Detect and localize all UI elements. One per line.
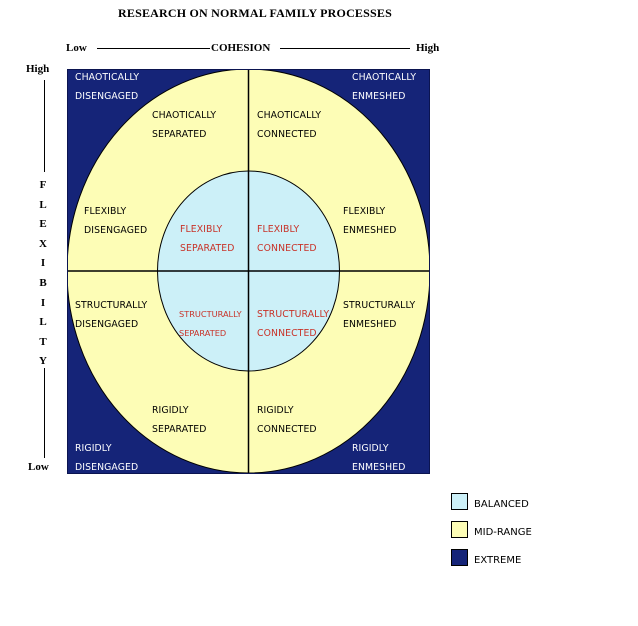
flexibility-high-label: High bbox=[26, 63, 50, 75]
cohesion-axis-line-left bbox=[97, 48, 210, 49]
legend-swatch-balanced bbox=[451, 493, 468, 510]
diagram-title: RESEARCH ON NORMAL FAMILY PROCESSES bbox=[118, 6, 392, 20]
legend-swatch-extreme bbox=[451, 549, 468, 566]
cohesion-axis-label: COHESION bbox=[210, 42, 272, 54]
flexibility-letter: T bbox=[39, 335, 47, 348]
flexibility-letter: F bbox=[39, 179, 47, 191]
flexibility-axis-line-bottom bbox=[44, 368, 45, 458]
legend-swatch-mid-range bbox=[451, 521, 468, 538]
flexibility-letter: I bbox=[40, 296, 46, 309]
flexibility-letter: I bbox=[40, 257, 46, 270]
flexibility-letter: E bbox=[39, 218, 47, 231]
flexibility-letter: L bbox=[39, 198, 47, 211]
flexibility-letter: Y bbox=[39, 355, 47, 368]
flexibility-letter: X bbox=[39, 237, 47, 250]
diagram-border bbox=[67, 69, 430, 474]
flexibility-axis-line-top bbox=[44, 80, 45, 172]
flexibility-letter: B bbox=[39, 276, 47, 289]
legend-label-extreme: EXTREME bbox=[474, 555, 522, 566]
legend-label-balanced: BALANCED bbox=[474, 499, 529, 510]
cohesion-axis-line-right bbox=[280, 48, 410, 49]
flexibility-low-label: Low bbox=[28, 461, 49, 473]
legend-label-mid-range: MID-RANGE bbox=[474, 527, 532, 538]
flexibility-letter: L bbox=[39, 316, 47, 329]
cohesion-high-label: High bbox=[416, 42, 440, 54]
circumplex-diagram bbox=[67, 69, 430, 474]
cohesion-low-label: Low bbox=[66, 42, 87, 54]
